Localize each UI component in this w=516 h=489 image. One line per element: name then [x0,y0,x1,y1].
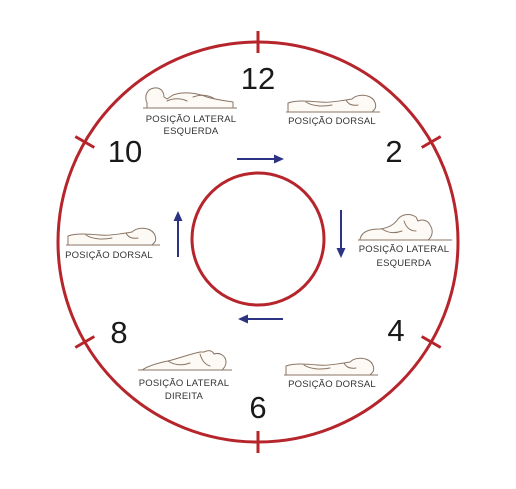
label-12-line2: ESQUERDA [164,126,219,137]
hour-ticks [74,31,442,453]
hour-8: 8 [110,315,127,350]
label-7-line2: DIREITA [165,391,204,402]
label-3-line1: POSIÇÃO LATERAL [359,244,449,255]
arrow-down-icon [336,210,346,258]
label-1-line1: POSIÇÃO DORSAL [288,116,376,127]
inner-ring [190,171,326,307]
arrow-left-icon [238,314,283,324]
person-lying-left-side-icon [358,214,452,241]
person-lying-supine-icon [66,227,160,246]
person-lying-supine-icon [284,357,378,376]
tick-h2 [420,135,442,149]
person-lying-right-side-icon [138,350,232,371]
hour-12: 12 [241,61,275,96]
person-lying-supine-icon [286,94,380,113]
hour-2: 2 [385,134,402,169]
hour-6: 6 [249,390,266,425]
label-12-line1: POSIÇÃO LATERAL [146,114,236,125]
tick-h8 [74,335,96,349]
label-5-line1: POSIÇÃO DORSAL [288,379,376,390]
hour-10: 10 [108,134,142,169]
tick-h10 [74,135,96,149]
tick-h4 [420,335,442,349]
label-3-line2: ESQUERDA [377,258,432,269]
arrow-right-icon [237,154,284,164]
label-9-line1: POSIÇÃO DORSAL [65,250,153,261]
person-lying-left-side-icon [143,87,237,109]
hour-4: 4 [387,313,404,348]
label-7-line1: POSIÇÃO LATERAL [139,378,229,389]
arrow-up-icon [173,211,183,257]
